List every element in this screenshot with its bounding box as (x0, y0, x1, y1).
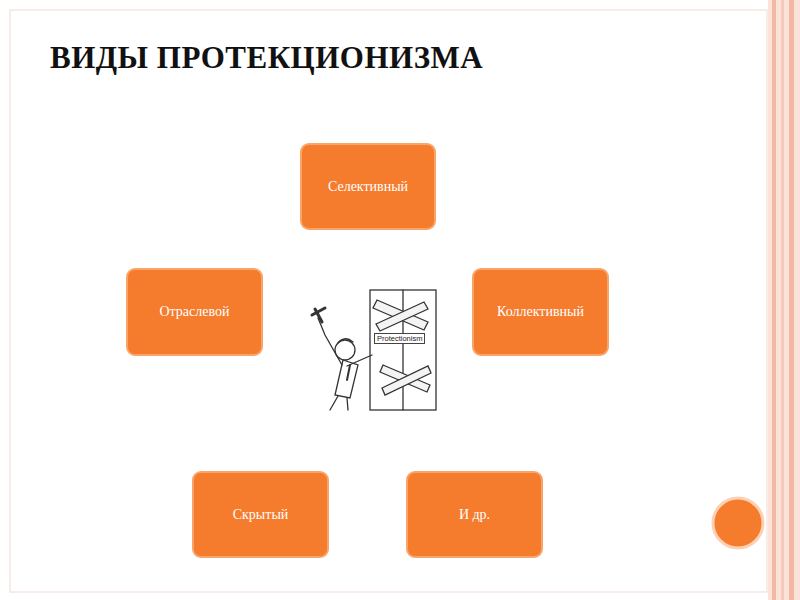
hammer (312, 308, 325, 322)
side-stripe (789, 0, 794, 600)
legs (330, 396, 348, 410)
arm-raised (318, 318, 342, 365)
type-box: Отраслевой (126, 268, 263, 356)
type-box: Селективный (300, 143, 436, 230)
sign-label: Protectionism (374, 333, 425, 344)
type-box: Коллективный (472, 268, 609, 356)
plank (382, 366, 431, 395)
tie (347, 365, 350, 380)
side-band (768, 0, 800, 600)
box-label: Коллективный (497, 303, 584, 321)
plank (373, 300, 428, 330)
box-label: Отраслевой (159, 303, 229, 321)
decor-circle (713, 498, 763, 548)
door (370, 290, 436, 410)
side-stripe (781, 0, 784, 600)
man-nailing-door (312, 290, 436, 410)
slide-frame (10, 10, 767, 592)
slide-title: ВИДЫ ПРОТЕКЦИОНИЗМА (50, 40, 483, 76)
door-split (402, 290, 403, 410)
box-label: Скрытый (233, 506, 289, 524)
side-stripe (772, 0, 776, 600)
box-label: И др. (459, 506, 490, 524)
type-box: И др. (406, 471, 543, 558)
type-box: Скрытый (192, 471, 329, 558)
hair (338, 339, 353, 343)
box-label: Селективный (328, 178, 408, 196)
plank (376, 302, 428, 331)
